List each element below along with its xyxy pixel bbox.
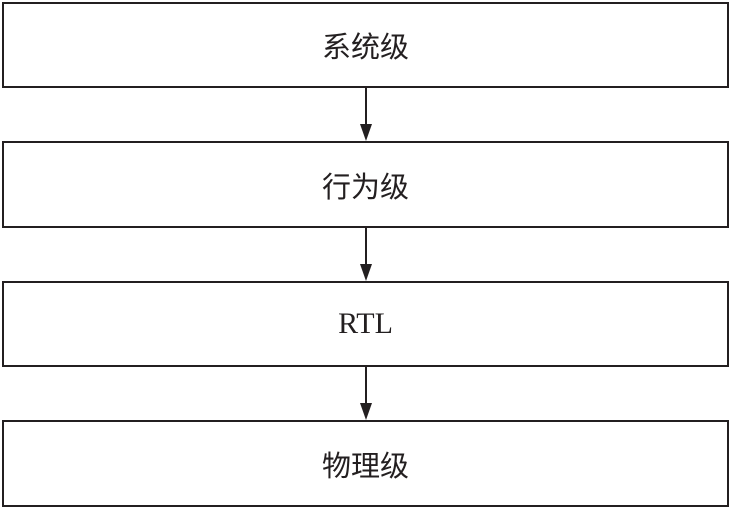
arrow-system-to-behavioral	[360, 88, 372, 141]
arrow-rtl-to-physical	[360, 367, 372, 420]
level-label-behavioral: 行为级	[321, 169, 409, 204]
level-label-system: 系统级	[321, 30, 409, 64]
level-label-rtl: RTL	[338, 307, 393, 340]
level-box-system: 系统级	[2, 2, 729, 88]
level-box-behavioral: 行为级	[2, 141, 729, 228]
level-label-physical: 物理级	[321, 448, 409, 483]
level-box-rtl: RTL	[2, 281, 729, 367]
arrow-behavioral-to-rtl	[360, 228, 372, 281]
level-box-physical: 物理级	[2, 420, 729, 507]
